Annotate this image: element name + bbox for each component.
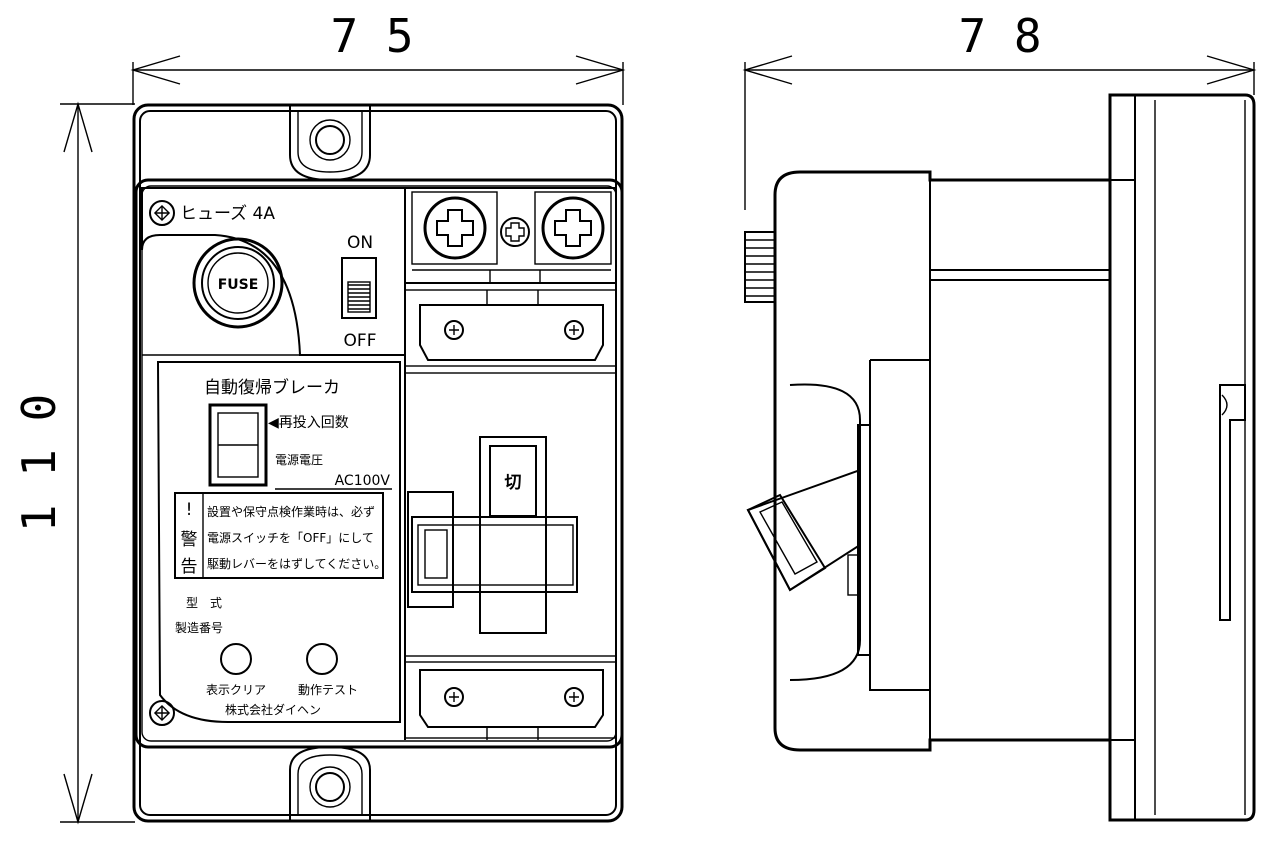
reclose-count-label: ◀再投入回数: [268, 415, 349, 431]
dimension-label-75: 7 5: [330, 9, 413, 63]
terminal-screw-center: [500, 217, 530, 247]
lower-mount-plate: [404, 661, 617, 740]
terminal-screw-left: [423, 196, 487, 260]
switch-on-label: ON: [347, 233, 373, 253]
dimension-label-110: 1 1 0: [12, 394, 66, 532]
breaker-title: 自動復帰ブレーカ: [204, 377, 340, 398]
fuse-rating-label: ヒューズ 4A: [180, 204, 275, 224]
dimension-depth-side: 7 8: [742, 9, 1257, 210]
warning-line-2: 電源スイッチを「OFF」にして: [207, 531, 374, 545]
dimension-height: 1 1 0: [12, 101, 135, 825]
reclose-counter-display: [208, 403, 268, 487]
serial-number-label: 製造番号: [175, 621, 223, 635]
screw-bottom-left: [149, 700, 175, 726]
warning-word-1: 警: [181, 530, 198, 550]
manufacturer-name: 株式会社ダイヘン: [225, 702, 321, 717]
display-clear-label: 表示クリア: [206, 683, 266, 697]
warning-line-1: 設置や保守点検作業時は、必ず: [207, 504, 375, 519]
top-mounting-tab: [289, 105, 371, 182]
model-label: 型 式: [186, 596, 222, 610]
fuse-button-label: FUSE: [218, 277, 259, 293]
warning-line-3: 駆動レバーをはずしてください。: [207, 557, 386, 571]
side-view: [744, 93, 1256, 822]
upper-mount-plate: [404, 289, 617, 367]
terminal-block: [404, 187, 617, 284]
warning-box: ! 警 告 設置や保守点検作業時は、必ず 電源スイッチを「OFF」にして 駆動レ…: [174, 492, 386, 579]
side-fuse-knob: [744, 231, 776, 303]
operation-test-button[interactable]: [306, 643, 338, 675]
bottom-mounting-tab: [289, 745, 371, 821]
screw-top-left: [149, 200, 175, 226]
power-voltage-label: 電源電圧: [275, 453, 323, 467]
dimension-label-78: 7 8: [958, 9, 1041, 63]
label-plate: 自動復帰ブレーカ ◀再投入回数 電源電圧 AC100V ! 警 告 設置や保守点…: [142, 354, 405, 723]
terminal-screw-right: [541, 196, 605, 260]
breaker-lever[interactable]: 切: [404, 372, 617, 657]
front-view: ヒューズ 4A FUSE ON OFF: [132, 103, 624, 823]
display-clear-button[interactable]: [220, 643, 252, 675]
fuse-holder[interactable]: FUSE: [192, 237, 284, 329]
power-switch[interactable]: ON OFF: [341, 233, 377, 351]
operation-test-label: 動作テスト: [298, 683, 358, 697]
warning-word-2: 告: [181, 557, 198, 577]
power-voltage-value: AC100V: [335, 473, 391, 489]
switch-off-label: OFF: [344, 331, 377, 351]
dimension-width-front: 7 5: [130, 9, 626, 105]
lever-off-mark: 切: [505, 473, 522, 493]
warning-mark: !: [186, 500, 193, 520]
side-breaker-lever: [746, 468, 861, 592]
